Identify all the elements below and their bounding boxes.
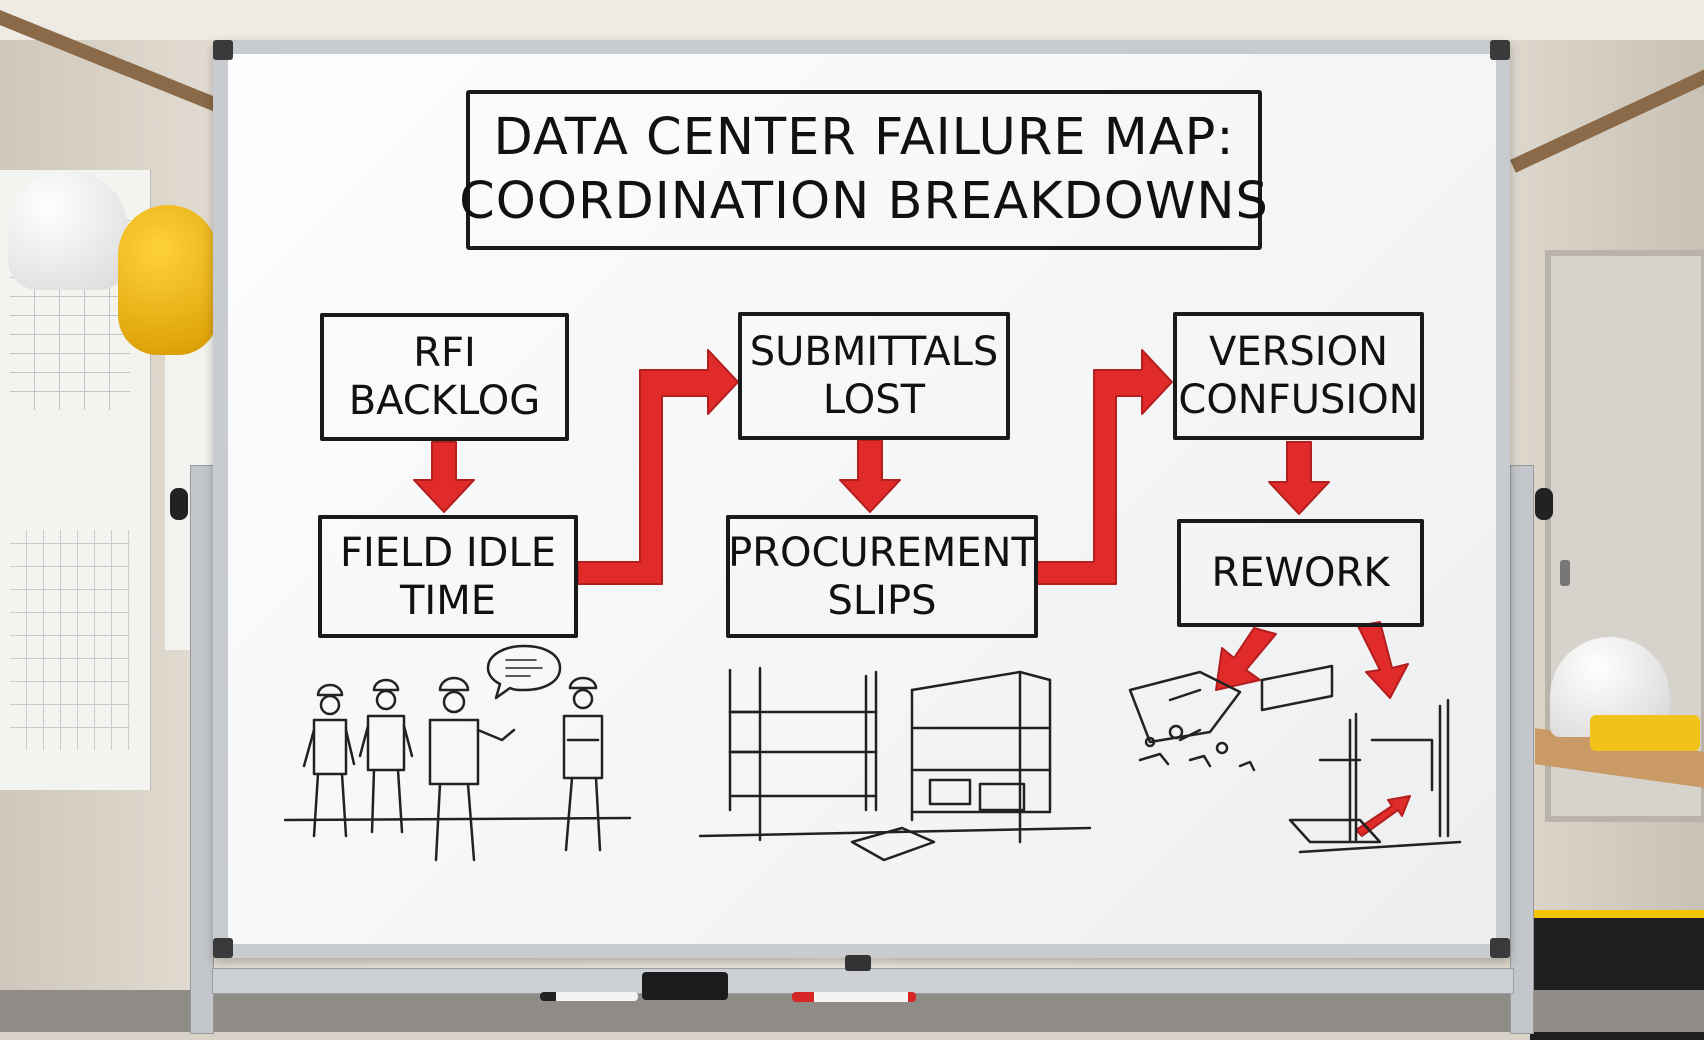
board-title: DATA CENTER FAILURE MAP: COORDINATION BR… <box>459 90 1268 250</box>
tray-clip <box>845 955 871 971</box>
whiteboard-stand-left <box>190 465 214 1034</box>
frame-corner <box>1490 938 1510 958</box>
marker-tray <box>212 968 1514 994</box>
node-field-idle-time: FIELD IDLE TIME <box>318 515 578 638</box>
node-version-confusion: VERSION CONFUSION <box>1173 312 1424 440</box>
ceiling-trim <box>0 0 1704 40</box>
node-rework: REWORK <box>1177 519 1424 627</box>
node-procurement-slips: PROCUREMENT SLIPS <box>726 515 1038 638</box>
node-rfi-backlog: RFI BACKLOG <box>320 313 569 441</box>
stand-knob <box>170 488 188 520</box>
frame-corner <box>213 938 233 958</box>
board-title-line-2: COORDINATION BREAKDOWNS <box>459 172 1269 231</box>
node-label: PROCUREMENT <box>728 529 1036 576</box>
node-label: FIELD IDLE <box>339 529 557 576</box>
node-label: SLIPS <box>827 577 937 624</box>
node-label: VERSION <box>1208 329 1389 375</box>
frame-corner <box>1490 40 1510 60</box>
door-handle <box>1560 560 1570 586</box>
yellow-hardhat <box>118 205 218 355</box>
node-label: CONFUSION <box>1178 377 1419 423</box>
white-hardhat <box>8 170 128 290</box>
stand-knob <box>1535 488 1553 520</box>
node-label: SUBMITTALS <box>749 329 999 375</box>
node-label: RFI <box>413 330 476 376</box>
node-label: LOST <box>822 377 926 423</box>
whiteboard-stand-right <box>1510 465 1534 1034</box>
node-label: REWORK <box>1211 550 1390 596</box>
frame-corner <box>213 40 233 60</box>
red-marker[interactable] <box>792 992 916 1002</box>
node-submittals-lost: SUBMITTALS LOST <box>738 312 1010 440</box>
node-label: TIME <box>399 577 496 624</box>
board-title-line-1: DATA CENTER FAILURE MAP: <box>493 108 1235 167</box>
black-marker[interactable] <box>540 992 638 1001</box>
whiteboard-eraser[interactable] <box>642 972 728 1000</box>
node-label: BACKLOG <box>348 378 541 424</box>
power-drill <box>1590 715 1700 751</box>
